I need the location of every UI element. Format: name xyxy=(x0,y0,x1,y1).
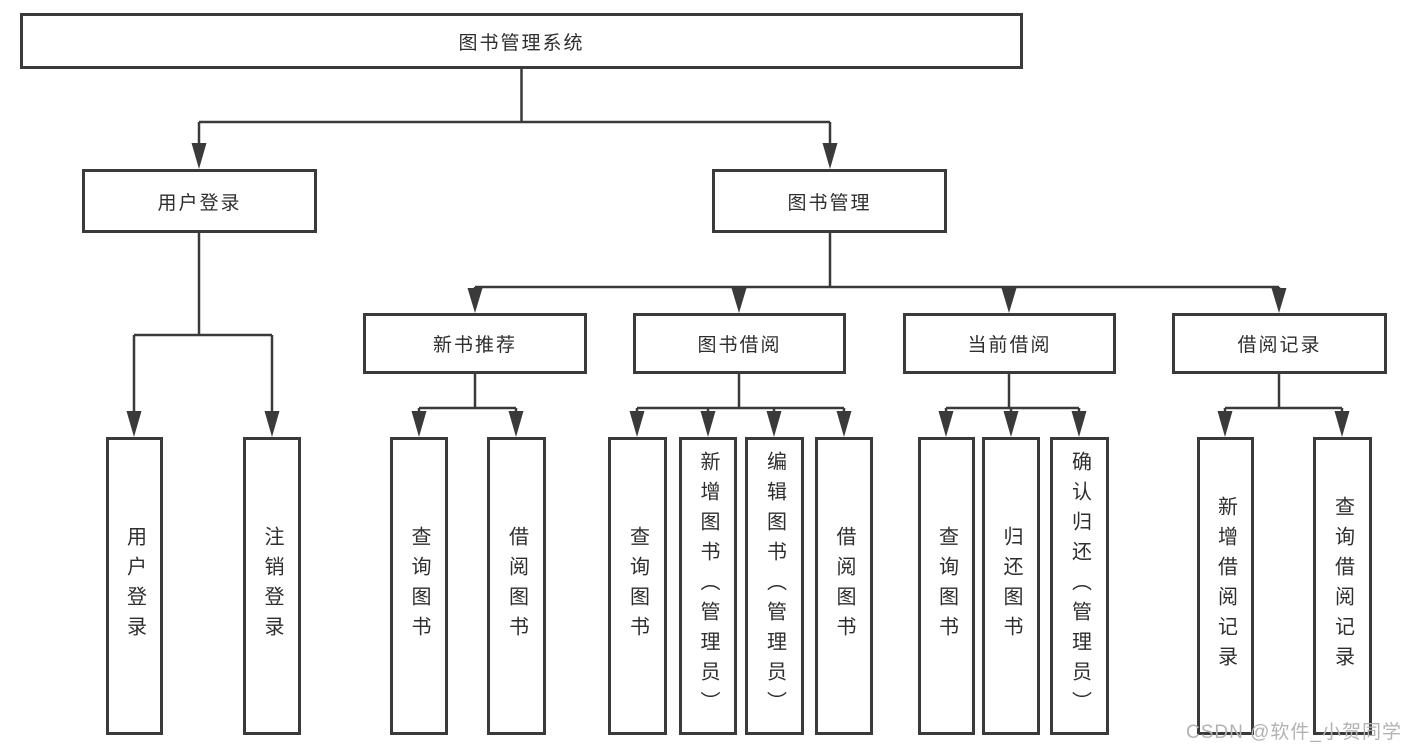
node-label: 用户登录 xyxy=(123,526,146,646)
node-label: 新书推荐 xyxy=(432,335,517,356)
node-user-login: 用户登录 xyxy=(82,169,317,233)
node-label: 新增借阅记录 xyxy=(1214,496,1237,676)
leaf-return-books: 归还图书 xyxy=(982,437,1040,735)
arrow-down-icon xyxy=(411,411,427,437)
arrow-down-icon xyxy=(938,411,954,437)
csdn-watermark: CSDN @软件_小贺同学 xyxy=(1186,722,1402,743)
leaf-query-books-borrowing: 查询图书 xyxy=(608,437,667,735)
arrow-down-icon xyxy=(1271,288,1287,313)
arrow-down-icon xyxy=(629,411,645,437)
leaf-add-borrow-record: 新增借阅记录 xyxy=(1197,437,1254,735)
node-label: 当前借阅 xyxy=(967,335,1052,356)
node-label: 编辑图书（管理员） xyxy=(763,451,786,721)
arrow-down-icon xyxy=(191,143,207,169)
arrow-down-icon xyxy=(731,288,747,313)
leaf-borrow-books: 借阅图书 xyxy=(815,437,873,735)
leaf-borrow-books-recommend: 借阅图书 xyxy=(487,437,546,735)
node-label: 借阅图书 xyxy=(833,526,855,646)
arrow-down-icon xyxy=(508,411,524,437)
node-label: 查询图书 xyxy=(935,526,958,646)
leaf-add-books-admin: 新增图书（管理员） xyxy=(679,437,737,735)
arrow-down-icon xyxy=(822,143,838,169)
node-new-book-recommend: 新书推荐 xyxy=(363,313,587,374)
arrow-down-icon xyxy=(1001,288,1017,313)
leaf-user-login: 用户登录 xyxy=(106,437,163,735)
arrow-down-icon xyxy=(264,411,280,437)
arrow-down-icon xyxy=(700,411,716,437)
leaf-query-borrow-record: 查询借阅记录 xyxy=(1313,437,1372,735)
arrow-down-icon xyxy=(766,411,782,437)
node-label: 图书管理 xyxy=(787,192,872,214)
arrow-down-icon xyxy=(1334,411,1350,437)
node-label: 图书管理系统 xyxy=(458,32,585,54)
node-label: 查询图书 xyxy=(408,526,430,646)
node-label: 新增图书（管理员） xyxy=(697,451,719,721)
node-label: 查询借阅记录 xyxy=(1331,496,1354,676)
node-label: 确认归还（管理员） xyxy=(1068,451,1091,721)
arrow-down-icon xyxy=(836,411,852,437)
node-label: 注销登录 xyxy=(261,526,283,646)
node-label: 图书借阅 xyxy=(697,335,782,356)
node-book-management: 图书管理 xyxy=(712,169,947,233)
node-borrowing-records: 借阅记录 xyxy=(1172,313,1387,374)
leaf-query-books-current: 查询图书 xyxy=(918,437,975,735)
leaf-confirm-return-admin: 确认归还（管理员） xyxy=(1050,437,1109,735)
node-label: 借阅图书 xyxy=(505,526,528,646)
leaf-logout: 注销登录 xyxy=(243,437,301,735)
node-label: 查询图书 xyxy=(626,526,649,646)
arrow-down-icon xyxy=(1071,411,1087,437)
node-label: 借阅记录 xyxy=(1237,335,1322,356)
arrow-down-icon xyxy=(1003,411,1019,437)
node-current-borrowing: 当前借阅 xyxy=(903,313,1116,374)
node-book-borrowing: 图书借阅 xyxy=(633,313,846,374)
arrowhead-icons xyxy=(126,143,1350,437)
arrow-down-icon xyxy=(467,288,483,313)
arrow-down-icon xyxy=(1217,411,1233,437)
node-library-management-system: 图书管理系统 xyxy=(20,13,1023,69)
node-label: 用户登录 xyxy=(157,192,242,214)
node-label: 归还图书 xyxy=(1000,526,1022,646)
leaf-edit-books-admin: 编辑图书（管理员） xyxy=(745,437,804,735)
arrow-down-icon xyxy=(126,411,142,437)
leaf-query-books-recommend: 查询图书 xyxy=(390,437,448,735)
